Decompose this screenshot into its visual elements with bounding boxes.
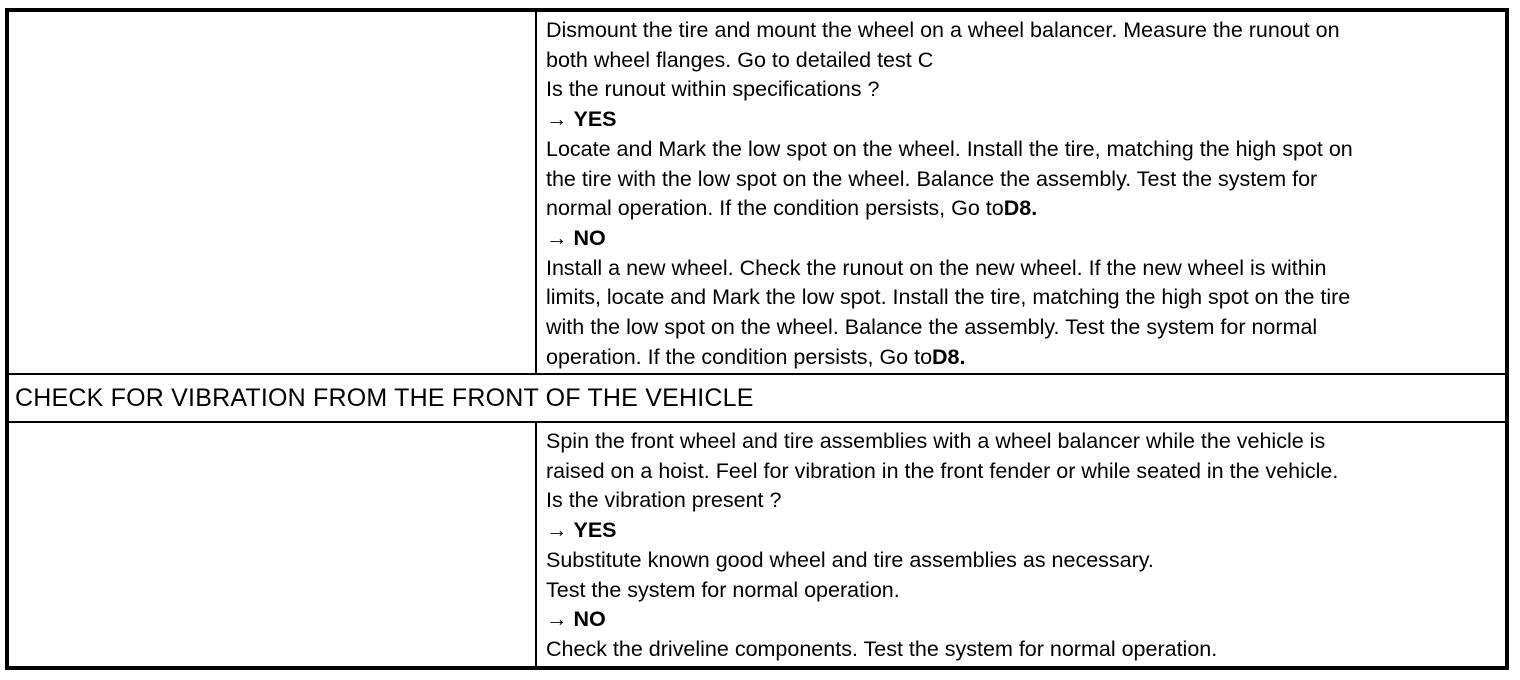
body-text: Substitute known good wheel and tire ass… — [546, 547, 1154, 572]
diagnostic-procedure-table: Dismount the tire and mount the wheel on… — [5, 8, 1509, 670]
body-text: Install a new wheel. Check the runout on… — [546, 255, 1327, 280]
text-line: Install a new wheel. Check the runout on… — [546, 254, 1501, 284]
body-text: Is the runout within specifications ? — [546, 77, 880, 102]
text-line: Check the driveline components. Test the… — [546, 635, 1501, 665]
body-text: Is the vibration present ? — [546, 488, 782, 513]
procedure-cell-front-vibration: Spin the front wheel and tire assemblies… — [537, 423, 1505, 666]
text-line: raised on a hoist. Feel for vibration in… — [546, 457, 1501, 487]
body-text: Spin the front wheel and tire assemblies… — [546, 429, 1326, 453]
text-line: Dismount the tire and mount the wheel on… — [546, 16, 1501, 46]
text-line: operation. If the condition persists, Go… — [546, 343, 1501, 373]
text-line: Locate and Mark the low spot on the whee… — [546, 135, 1501, 165]
body-text: Check the driveline components. Test the… — [546, 636, 1218, 661]
body-text: limits, locate and Mark the low spot. In… — [546, 285, 1351, 310]
emphasis-text: NO — [573, 225, 606, 250]
body-text: operation. If the condition persists, Go… — [546, 344, 933, 369]
body-text: Test the system for normal operation. — [546, 577, 900, 602]
right-arrow-icon: → — [546, 107, 574, 132]
text-line: Is the runout within specifications ? — [546, 75, 1501, 105]
emphasis-text: YES — [573, 518, 617, 543]
body-text: normal operation. If the condition persi… — [546, 196, 1004, 221]
text-line: both wheel flanges. Go to detailed test … — [546, 46, 1501, 76]
text-line: → YES — [546, 105, 1501, 135]
text-line: the tire with the low spot on the wheel.… — [546, 165, 1501, 195]
text-line: Spin the front wheel and tire assemblies… — [546, 427, 1501, 457]
text-line: → YES — [546, 516, 1501, 546]
text-line: → NO — [546, 605, 1501, 635]
body-text: the tire with the low spot on the wheel.… — [546, 166, 1318, 191]
table-row-wheel-runout: Dismount the tire and mount the wheel on… — [9, 12, 1505, 375]
body-text: with the low spot on the wheel. Balance … — [546, 315, 1318, 340]
emphasis-text: YES — [573, 107, 617, 132]
action-cell-empty — [9, 423, 537, 666]
right-arrow-icon: → — [546, 607, 574, 632]
right-arrow-icon: → — [546, 225, 574, 250]
table-row-front-vibration: Spin the front wheel and tire assemblies… — [9, 423, 1505, 666]
procedure-cell-wheel-runout: Dismount the tire and mount the wheel on… — [537, 12, 1505, 373]
text-line: limits, locate and Mark the low spot. In… — [546, 283, 1501, 313]
text-line: with the low spot on the wheel. Balance … — [546, 313, 1501, 343]
text-line: normal operation. If the condition persi… — [546, 194, 1501, 224]
action-cell-empty — [9, 12, 537, 373]
text-line: → NO — [546, 224, 1501, 254]
body-text: Dismount the tire and mount the wheel on… — [546, 18, 1340, 42]
section-header-row: CHECK FOR VIBRATION FROM THE FRONT OF TH… — [9, 375, 1505, 423]
emphasis-text: D8. — [1003, 196, 1038, 221]
text-line: Is the vibration present ? — [546, 486, 1501, 516]
emphasis-text: D8. — [932, 344, 966, 369]
emphasis-text: NO — [573, 607, 606, 632]
section-header-title: CHECK FOR VIBRATION FROM THE FRONT OF TH… — [15, 383, 754, 412]
right-arrow-icon: → — [546, 518, 574, 543]
text-line: Substitute known good wheel and tire ass… — [546, 546, 1501, 576]
body-text: raised on a hoist. Feel for vibration in… — [546, 458, 1339, 483]
text-line: Test the system for normal operation. — [546, 576, 1501, 606]
body-text: both wheel flanges. Go to detailed test … — [546, 47, 934, 72]
body-text: Locate and Mark the low spot on the whee… — [546, 136, 1353, 161]
